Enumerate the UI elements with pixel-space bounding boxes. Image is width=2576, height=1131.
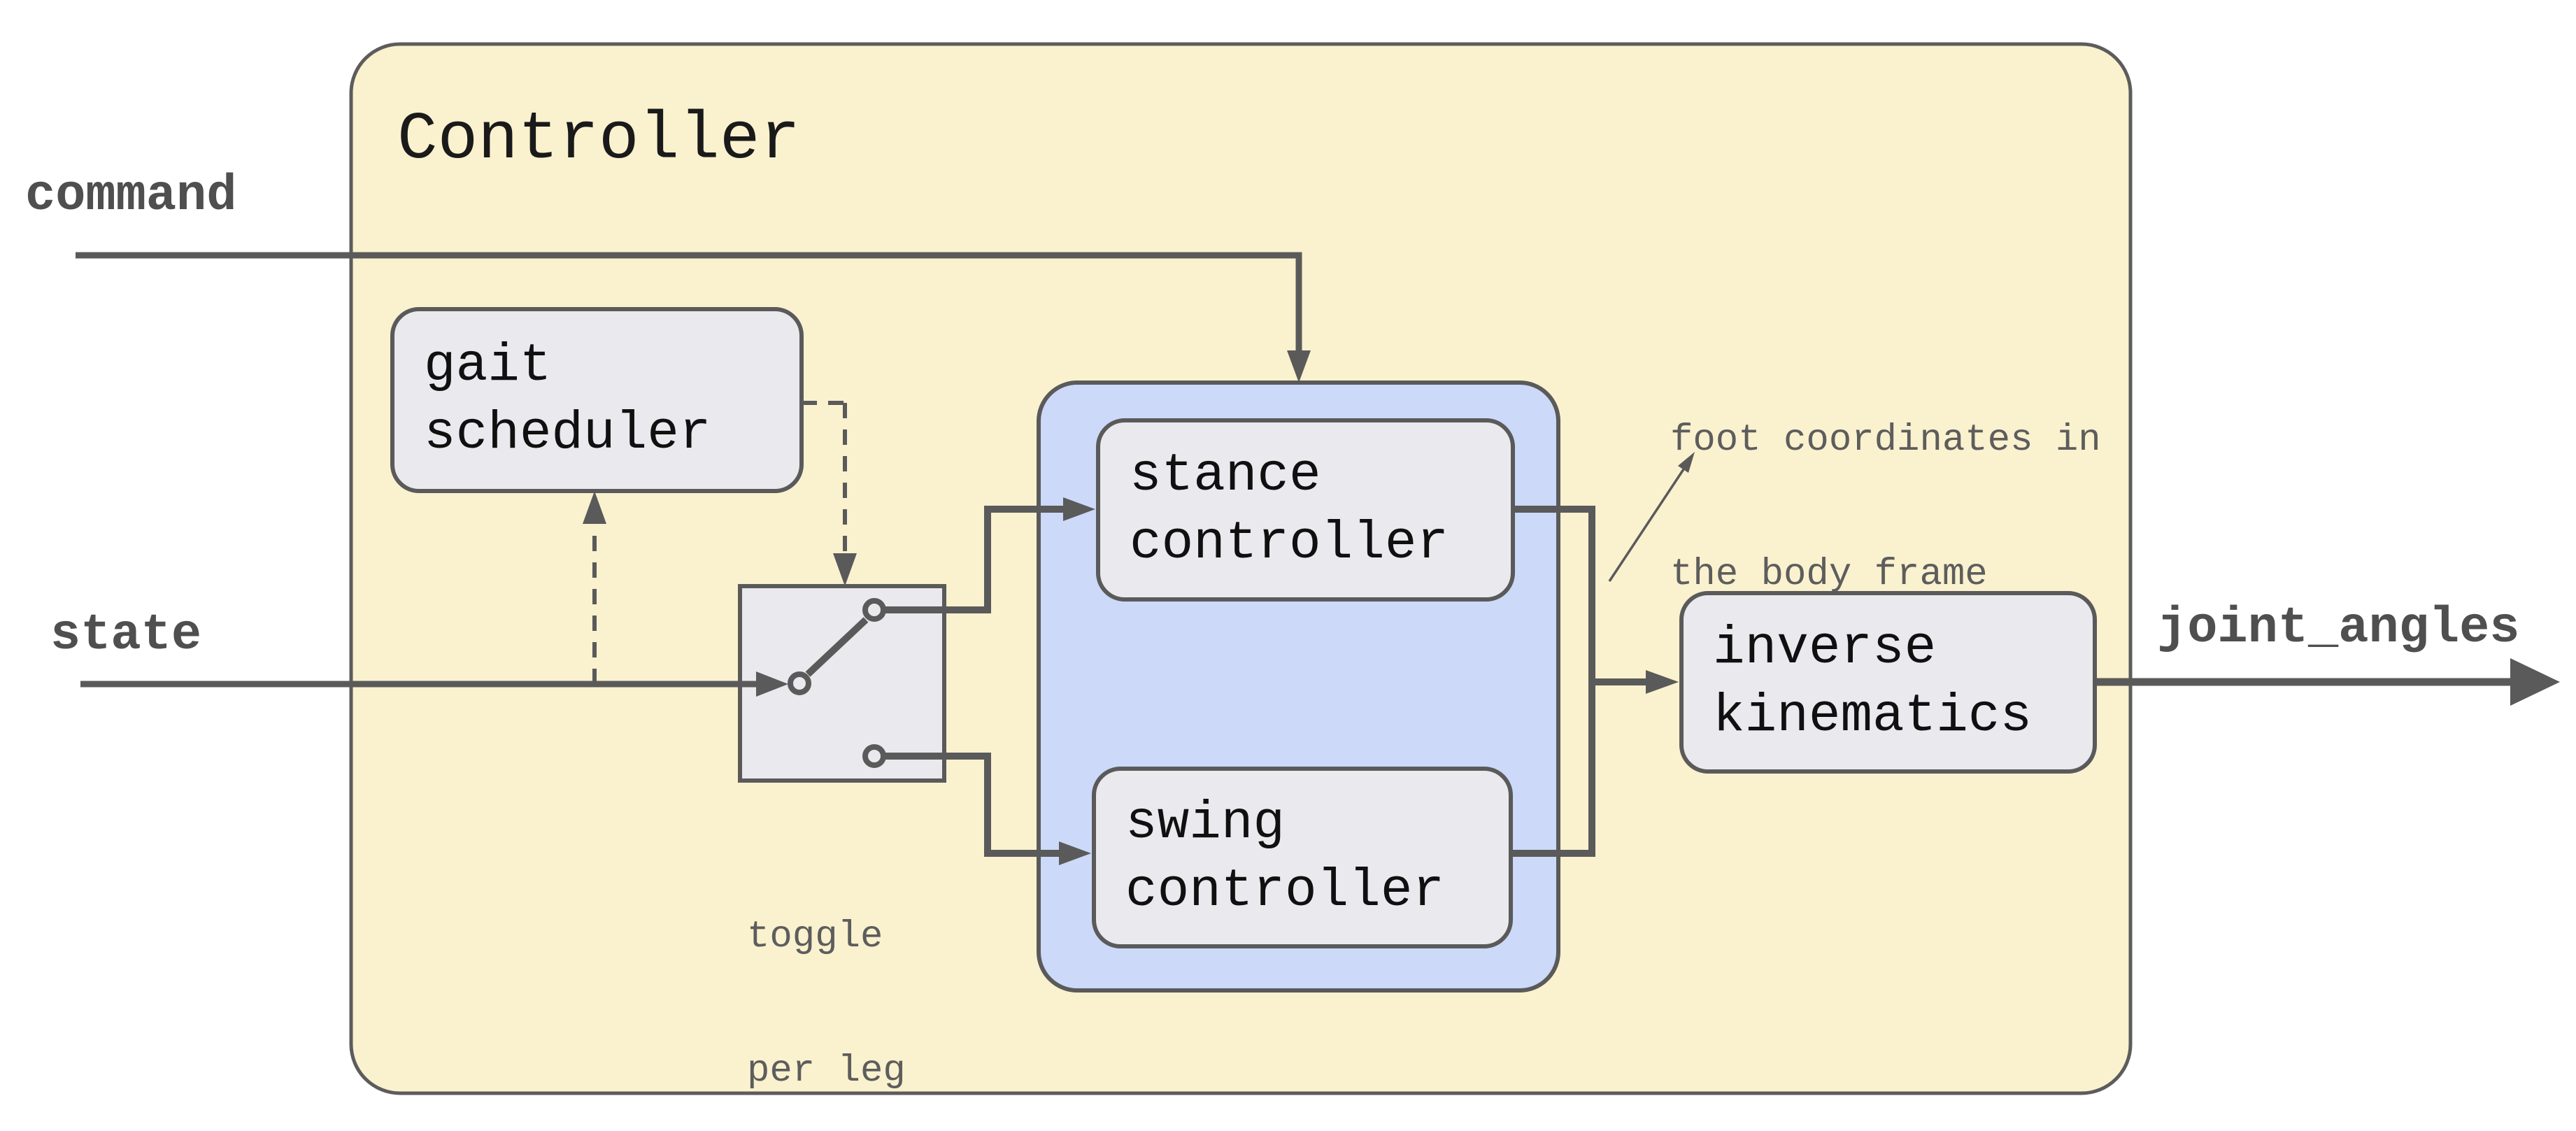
toggle-arrowhead-icon (833, 553, 857, 586)
state-input-label: state (50, 606, 202, 664)
stance-controller-label-line2: controller (1130, 513, 1449, 574)
ik-arrowhead-icon (1646, 670, 1679, 694)
swing-controller-label-line1: swing (1125, 793, 1286, 853)
switch-pivot-contact-icon (788, 671, 811, 695)
foot-coordinates-pointer-line (1608, 469, 1685, 582)
joint-angles-output-label: joint_angles (2157, 599, 2520, 657)
toggle-per-leg-annotation: toggle per leg (747, 825, 906, 1131)
inverse-kinematics-label: inverse kinematics (1681, 593, 2095, 771)
gait-scheduler-label-line1: gait (424, 336, 552, 396)
swing-controller-box (1092, 767, 1513, 948)
command-input-label: command (25, 167, 237, 225)
stance-controller-label: stance controller (1098, 420, 1513, 599)
toggle-switch-box (738, 584, 946, 783)
container-title: Controller (397, 101, 801, 178)
toggle-to-swing-line (884, 753, 1060, 857)
gait-arrowhead-icon (583, 491, 606, 524)
foot-coordinates-annotation: foot coordinates in the body frame (1670, 329, 2101, 687)
toggle-per-leg-annotation-line2: per leg (747, 1050, 906, 1093)
joint-angles-arrowhead-icon (2510, 658, 2560, 706)
gait-scheduler-box (390, 307, 804, 493)
state-arrowhead-icon (756, 671, 788, 697)
switch-upper-contact-icon (862, 598, 886, 622)
command-arrow-line (76, 252, 1302, 351)
gait-scheduler-label-line2: scheduler (424, 404, 711, 464)
toggle-per-leg-annotation-line1: toggle (747, 916, 883, 958)
swing-controller-label-line2: controller (1125, 861, 1445, 921)
foot-coordinates-pointer-head-icon (1678, 452, 1695, 473)
stance-arrowhead-icon (1063, 497, 1095, 521)
gait-to-toggle-dashed-line (802, 401, 847, 554)
swing-controller-label: swing controller (1094, 769, 1511, 946)
inverse-kinematics-label-line2: kinematics (1713, 685, 2033, 746)
inverse-kinematics-label-line1: inverse (1713, 618, 1937, 678)
foot-coordinates-annotation-line1: foot coordinates in (1670, 419, 2101, 462)
stance-controller-label-line1: stance (1130, 446, 1321, 506)
switch-lower-contact-icon (862, 744, 886, 768)
switch-lever-icon (805, 617, 869, 677)
toggle-to-stance-line (884, 506, 1064, 613)
swing-arrowhead-icon (1059, 841, 1091, 865)
gait-scheduler-label: gait scheduler (392, 309, 802, 491)
foot-coordinates-annotation-line2: the body frame (1670, 553, 1988, 596)
command-arrowhead-icon (1287, 350, 1311, 383)
